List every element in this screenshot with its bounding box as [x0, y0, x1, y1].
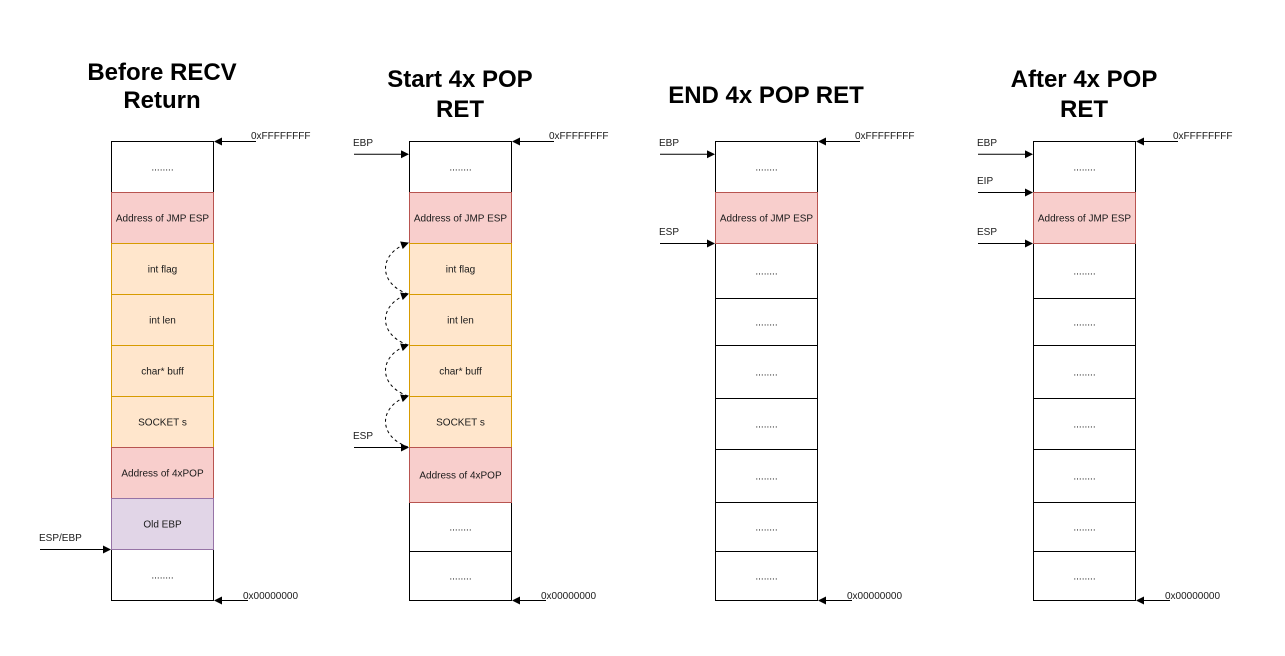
pop-curve-arrow: [385, 241, 409, 295]
stack-cell: [111, 141, 214, 193]
register-pointer-label: EIP: [977, 176, 993, 187]
stack-cell-label: char* buff: [439, 367, 482, 378]
register-pointer-label: ESP: [977, 227, 997, 238]
stack-cell-label: ........: [755, 472, 777, 483]
stack-cell-label: ........: [755, 523, 777, 534]
stack-cell-label: ........: [755, 572, 777, 583]
stack-cell: [111, 447, 214, 499]
stack-cell: [1033, 141, 1136, 193]
stack-cell: [409, 243, 512, 295]
stack-cell-label: int len: [447, 316, 474, 327]
register-pointer-label: EBP: [977, 138, 997, 149]
stack-cell-label: ........: [151, 163, 173, 174]
stack-title: RET: [1060, 96, 1108, 123]
stack-cell-label: ........: [755, 368, 777, 379]
stack-cell: [1033, 345, 1136, 399]
stack-title: Before RECV: [87, 59, 236, 86]
top-address-label: 0xFFFFFFFF: [1173, 131, 1232, 142]
stack-title: RET: [436, 96, 484, 123]
stack-title: END 4x POP RET: [668, 82, 864, 109]
stack-cell-label: SOCKET s: [436, 418, 485, 429]
stack-cell-label: ........: [755, 267, 777, 278]
stack-cell: [111, 243, 214, 295]
stack-cell: [409, 192, 512, 244]
register-pointer-label: ESP: [353, 431, 373, 442]
stack-cell-label: char* buff: [141, 367, 184, 378]
bottom-address-label: 0x00000000: [243, 591, 298, 602]
stack-cell: [715, 398, 818, 450]
stack-cell-label: int len: [149, 316, 176, 327]
stack-cell: [409, 447, 512, 503]
stack-cell: [715, 551, 818, 601]
stack-cell: [1033, 243, 1136, 299]
stack-column-3: END 4x POP RET........ Address of JMP ESP…: [659, 82, 914, 605]
stack-cell: [409, 345, 512, 397]
stack-cell-label: ........: [1073, 163, 1095, 174]
stack-cell-label: ........: [449, 572, 471, 583]
stack-cell: [111, 498, 214, 550]
stack-cell: [409, 551, 512, 601]
pop-curve-arrow: [385, 292, 409, 346]
register-pointer-label: ESP/EBP: [39, 533, 82, 544]
stack-cell-label: ........: [151, 571, 173, 582]
stack-cell-label: int flag: [148, 265, 177, 276]
stack-cell-label: ........: [755, 318, 777, 329]
stack-title: After 4x POP: [1011, 66, 1158, 93]
stack-cell-label: ........: [1073, 368, 1095, 379]
stack-cell-label: ........: [449, 523, 471, 534]
stack-cell-label: SOCKET s: [138, 418, 187, 429]
stack-cell-label: Address of 4xPOP: [121, 469, 204, 480]
stack-cell: [409, 396, 512, 448]
stack-cell-label: Address of 4xPOP: [419, 471, 502, 482]
stack-cell-label: Address of JMP ESP: [414, 214, 508, 225]
register-pointer-label: EBP: [659, 138, 679, 149]
stack-cell-label: Address of JMP ESP: [720, 214, 814, 225]
stack-column-4: After 4x POP RET........ Address of JMP ES…: [977, 66, 1232, 605]
stack-cell: [1033, 192, 1136, 244]
stack-cell: [111, 192, 214, 244]
stack-cell-label: ........: [755, 420, 777, 431]
pop-curve-arrow: [385, 394, 409, 448]
register-pointer-label: ESP: [659, 227, 679, 238]
stack-cell-label: ........: [755, 163, 777, 174]
stack-cell: [409, 294, 512, 346]
stack-title: Return: [123, 87, 200, 114]
stack-cell-label: ........: [449, 163, 471, 174]
stack-title: Start 4x POP: [387, 66, 532, 93]
stack-cell: [1033, 449, 1136, 503]
stack-cell-label: ........: [1073, 523, 1095, 534]
bottom-address-label: 0x00000000: [541, 591, 596, 602]
stack-cell: [111, 549, 214, 601]
stack-cell: [715, 298, 818, 346]
stack-cell: [715, 345, 818, 399]
stack-cell-label: ........: [1073, 472, 1095, 483]
register-pointer-label: EBP: [353, 138, 373, 149]
stack-cell-label: ........: [1073, 572, 1095, 583]
pop-curve-arrow: [385, 343, 409, 397]
stack-cell-label: int flag: [446, 265, 475, 276]
stack-column-2: Start 4x POP RET........ Address of JMP ES…: [353, 66, 608, 605]
top-address-label: 0xFFFFFFFF: [251, 131, 310, 142]
stack-cell-label: ........: [1073, 420, 1095, 431]
bottom-address-label: 0x00000000: [847, 591, 902, 602]
stack-cell: [715, 192, 818, 244]
top-address-label: 0xFFFFFFFF: [549, 131, 608, 142]
stack-cell: [1033, 551, 1136, 601]
stack-cell-label: ........: [1073, 318, 1095, 329]
stack-cell-label: ........: [1073, 267, 1095, 278]
stack-cell-label: Old EBP: [143, 520, 182, 531]
top-address-label: 0xFFFFFFFF: [855, 131, 914, 142]
stack-cell-label: Address of JMP ESP: [1038, 214, 1132, 225]
stack-cell: [409, 141, 512, 193]
stack-cell: [715, 141, 818, 193]
stack-cell: [715, 243, 818, 299]
bottom-address-label: 0x00000000: [1165, 591, 1220, 602]
stack-cell: [1033, 398, 1136, 450]
stack-cell-label: Address of JMP ESP: [116, 214, 210, 225]
stack-cell: [111, 345, 214, 397]
